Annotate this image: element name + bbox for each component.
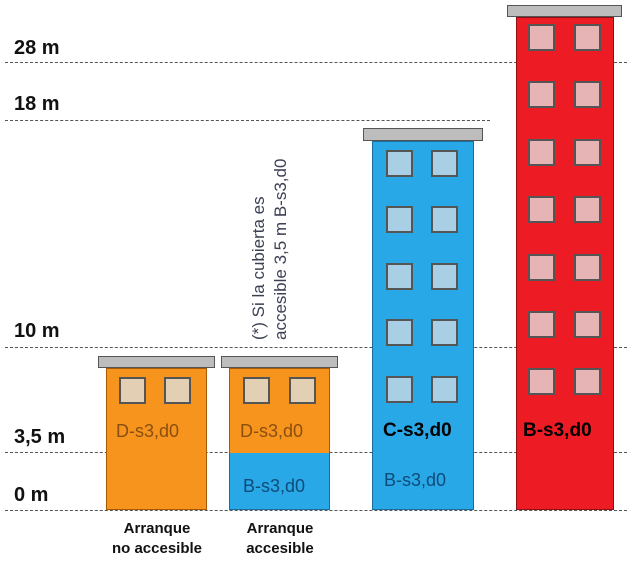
building-4-window [574, 196, 601, 223]
building-3-window [431, 150, 458, 177]
building-2-caption: Arranque accesible [219, 519, 341, 559]
building-2-caption-line1: Arranque [246, 520, 314, 537]
building-1-roof [98, 356, 215, 368]
building-4-window [528, 196, 555, 223]
building-4-window [528, 368, 555, 395]
building-2-base-class-label: B-s3,d0 [243, 476, 306, 496]
building-4-window [574, 81, 601, 108]
building-4-class-label: B-s3,d0 [523, 420, 592, 441]
building-4-window [574, 311, 601, 338]
building-1-caption-line1: Arranque [123, 520, 191, 537]
building-3-window [386, 150, 413, 177]
level-label-28m: 28 m [14, 37, 60, 59]
building-1-caption: Arranque no accesible [96, 519, 218, 559]
level-line-10m [5, 347, 627, 348]
building-4-window [574, 24, 601, 51]
building-3-window [386, 319, 413, 346]
building-4-window [528, 81, 555, 108]
building-4-window [528, 254, 555, 281]
building-4-window [574, 368, 601, 395]
note-line-1: (*) Si la cubierta es [249, 196, 268, 340]
building-1-window [119, 377, 146, 404]
building-1-class-label: D-s3,d0 [116, 421, 180, 441]
building-3-window [386, 263, 413, 290]
building-2-window [243, 377, 270, 404]
building-3-window [431, 206, 458, 233]
accessible-roof-note: (*) Si la cubierta es accesible 3,5 m B-… [248, 159, 292, 340]
building-4-window [528, 311, 555, 338]
building-4-window [528, 24, 555, 51]
level-line-18m [5, 120, 490, 121]
building-3-base-class-label: B-s3,d0 [384, 470, 447, 490]
building-4-window [574, 139, 601, 166]
building-2-class-label: D-s3,d0 [240, 421, 304, 441]
level-label-18m: 18 m [14, 93, 60, 115]
building-1-caption-line2: no accesible [111, 540, 203, 557]
building-3-window [431, 376, 458, 403]
building-4-window [574, 254, 601, 281]
building-2-roof [221, 356, 338, 368]
building-3-window [386, 206, 413, 233]
building-3-window [431, 263, 458, 290]
building-1-window [164, 377, 191, 404]
building-3-window [386, 376, 413, 403]
building-2-window [289, 377, 316, 404]
level-label-10m: 10 m [14, 320, 60, 342]
level-label-3-5m: 3,5 m [14, 426, 66, 448]
building-4-roof [507, 5, 622, 17]
level-line-0m [5, 510, 627, 511]
note-line-2: accesible 3,5 m B-s3,d0 [271, 158, 290, 340]
building-3-class-label: C-s3,d0 [383, 420, 452, 441]
building-3-roof [363, 128, 483, 141]
building-3-window [431, 319, 458, 346]
level-line-28m [5, 62, 627, 63]
level-label-0m: 0 m [14, 484, 49, 506]
building-2-caption-line2: accesible [246, 540, 314, 557]
building-2-base [229, 453, 330, 510]
building-4-window [528, 139, 555, 166]
